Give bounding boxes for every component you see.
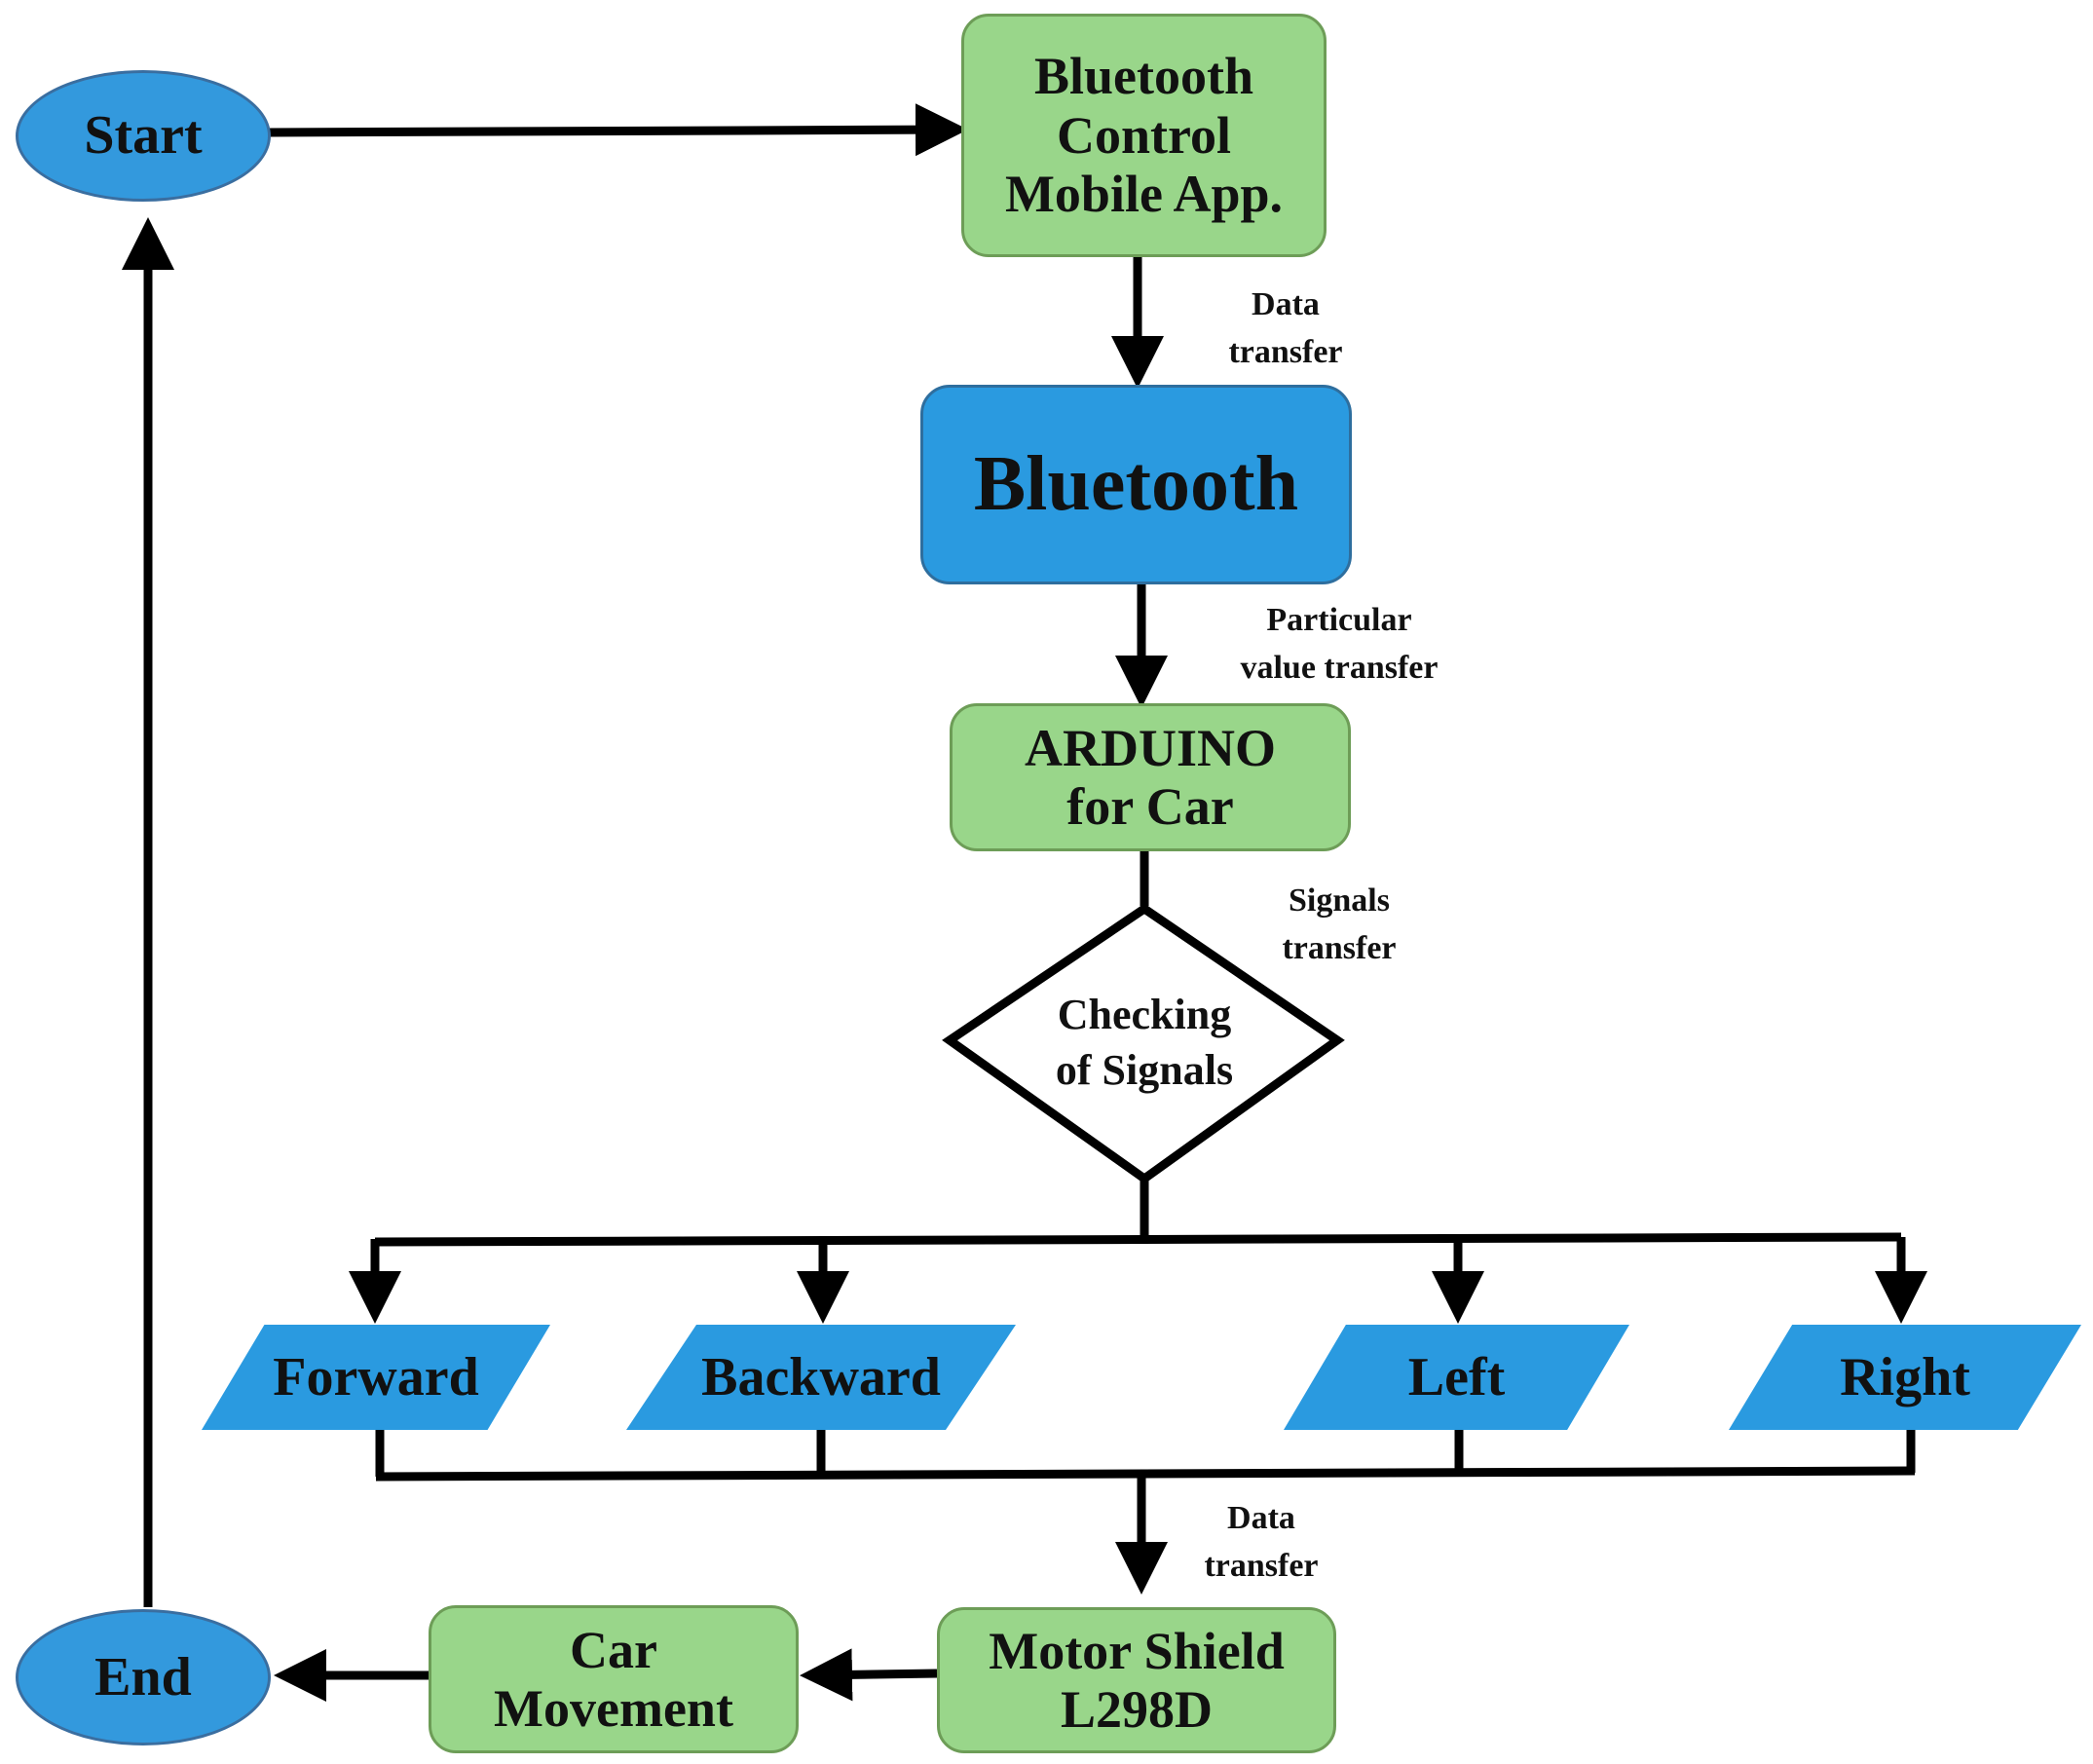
forward-node: Forward — [202, 1325, 550, 1430]
arduino-label: ARDUINO for Car — [1024, 718, 1276, 836]
start-label: Start — [84, 105, 203, 167]
mobile-app-label: Bluetooth Control Mobile App. — [1004, 47, 1284, 224]
arrow-motor-to-movement — [800, 1648, 938, 1702]
bluetooth-node: Bluetooth — [920, 385, 1352, 584]
backward-node: Backward — [626, 1325, 1016, 1430]
right-label: Right — [1840, 1347, 1970, 1407]
bluetooth-label: Bluetooth — [973, 440, 1299, 527]
motor-shield-node: Motor Shield L298D — [937, 1607, 1336, 1753]
car-movement-label: Car Movement — [494, 1620, 733, 1738]
mobile-app-node: Bluetooth Control Mobile App. — [961, 14, 1327, 257]
right-node: Right — [1729, 1325, 2081, 1430]
forward-label: Forward — [273, 1347, 479, 1407]
left-node: Left — [1284, 1325, 1629, 1430]
left-label: Left — [1407, 1347, 1506, 1407]
decision-label: Checking of Signals — [1055, 990, 1234, 1094]
end-node: End — [16, 1609, 271, 1745]
motor-shield-label: Motor Shield L298D — [989, 1621, 1285, 1739]
edge-label-arduino-to-decision: Signals transfer — [1282, 882, 1397, 967]
backward-label: Backward — [701, 1347, 941, 1407]
edge-label-bluetooth-to-arduino: Particular value transfer — [1240, 602, 1439, 687]
end-label: End — [94, 1646, 192, 1708]
edge-label-merge-to-motor: Data transfer — [1204, 1500, 1319, 1585]
car-movement-node: Car Movement — [429, 1605, 799, 1753]
split-bus — [374, 1232, 1902, 1247]
arrow-start-to-app — [267, 103, 968, 157]
edge-label-app-to-bluetooth: Data transfer — [1228, 286, 1343, 371]
start-node: Start — [16, 70, 271, 202]
arduino-node: ARDUINO for Car — [950, 703, 1351, 851]
